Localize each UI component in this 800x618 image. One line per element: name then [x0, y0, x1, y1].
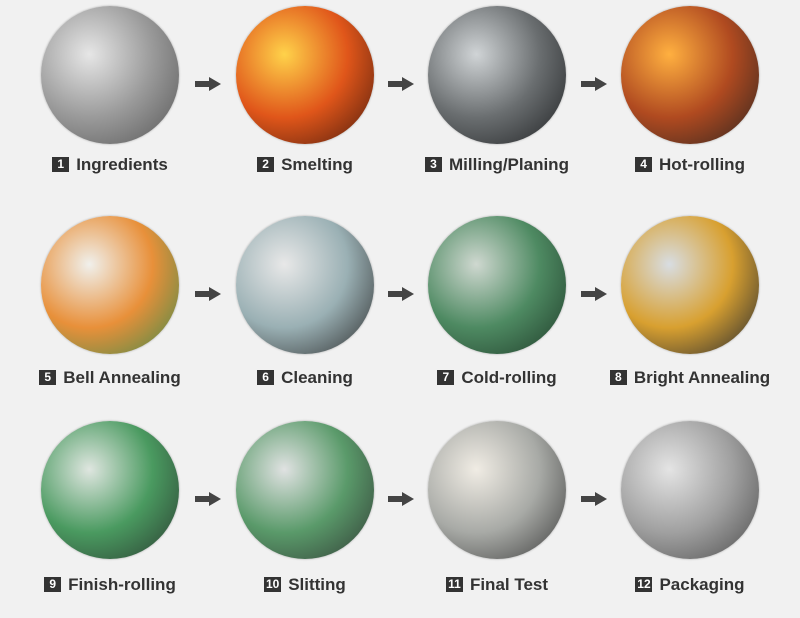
step-name: Slitting [288, 575, 346, 594]
process-step: 3 Milling/Planing [402, 6, 592, 174]
arrow-right-icon [580, 287, 607, 301]
step-label: 10 Slitting [190, 575, 420, 595]
step-number-badge: 5 [39, 370, 57, 385]
step-number-badge: 2 [257, 157, 275, 172]
step-name: Cleaning [281, 368, 353, 387]
arrow-right-icon [580, 77, 607, 91]
step-name: Packaging [659, 575, 745, 594]
step-number-badge: 10 [264, 577, 282, 592]
arrow-right-icon [388, 77, 414, 91]
step-label: 9 Finish-rolling [0, 575, 225, 595]
process-step: 8 Bright Annealing [595, 216, 785, 387]
step-label: 5 Bell Annealing [0, 368, 225, 388]
step-name: Smelting [281, 155, 353, 174]
process-step: 11 Final Test [402, 421, 592, 594]
step-label: 12 Packaging [575, 575, 800, 595]
step-photo [428, 421, 566, 559]
step-label: 11 Final Test [382, 575, 612, 595]
step-label: 4 Hot-rolling [575, 155, 800, 175]
arrow-right-icon [580, 492, 607, 506]
step-number-badge: 4 [635, 157, 653, 172]
step-name: Ingredients [76, 155, 168, 174]
arrow-right-icon [194, 287, 221, 301]
step-label: 7 Cold-rolling [382, 368, 612, 388]
step-name: Cold-rolling [461, 368, 557, 387]
step-photo [236, 6, 374, 144]
process-step: 5 Bell Annealing [15, 216, 205, 387]
step-number-badge: 9 [44, 577, 62, 592]
step-photo [236, 421, 374, 559]
step-name: Finish-rolling [68, 575, 176, 594]
step-name: Bright Annealing [633, 368, 771, 387]
step-label: 8 Bright Annealing [575, 368, 800, 388]
process-step: 2 Smelting [210, 6, 400, 174]
step-number-badge: 3 [425, 157, 443, 172]
step-label: 2 Smelting [190, 155, 420, 175]
step-number-badge: 8 [609, 370, 627, 385]
step-label: 6 Cleaning [190, 368, 420, 388]
step-label: 1 Ingredients [0, 155, 225, 175]
process-step: 9 Finish-rolling [15, 421, 205, 594]
process-step: 4 Hot-rolling [595, 6, 785, 174]
process-step: 7 Cold-rolling [402, 216, 592, 387]
process-step: 1 Ingredients [15, 6, 205, 174]
step-number-badge: 6 [257, 370, 275, 385]
step-name: Final Test [469, 575, 549, 594]
process-step: 12 Packaging [595, 421, 785, 594]
step-number-badge: 1 [52, 157, 70, 172]
arrow-right-icon [194, 492, 221, 506]
arrow-right-icon [194, 77, 221, 91]
step-photo [428, 6, 566, 144]
arrow-right-icon [388, 492, 414, 506]
step-photo [41, 216, 179, 354]
process-step: 10 Slitting [210, 421, 400, 594]
step-photo [41, 421, 179, 559]
step-label: 3 Milling/Planing [382, 155, 612, 175]
process-step: 6 Cleaning [210, 216, 400, 387]
step-name: Milling/Planing [449, 155, 569, 174]
step-name: Hot-rolling [659, 155, 745, 174]
step-name: Bell Annealing [63, 368, 181, 387]
step-photo [621, 6, 759, 144]
arrow-right-icon [388, 287, 414, 301]
step-number-badge: 7 [437, 370, 455, 385]
step-photo [428, 216, 566, 354]
step-number-badge: 11 [445, 577, 463, 592]
step-number-badge: 12 [635, 577, 653, 592]
step-photo [621, 421, 759, 559]
step-photo [621, 216, 759, 354]
step-photo [41, 6, 179, 144]
step-photo [236, 216, 374, 354]
